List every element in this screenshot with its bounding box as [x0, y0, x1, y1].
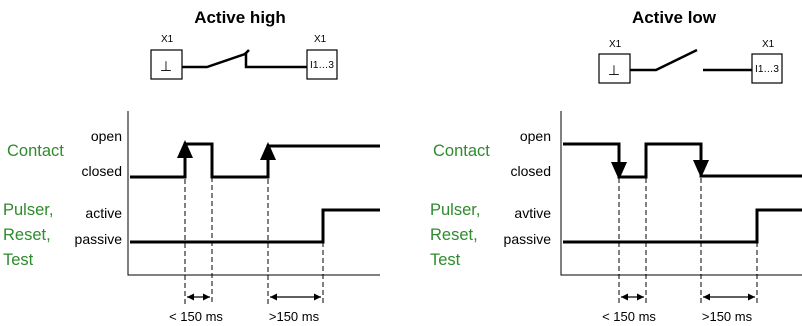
test-label-line-1: Pulser,	[430, 201, 480, 219]
contact-label: Contact	[7, 142, 64, 160]
test-signal	[130, 208, 380, 244]
test-label-line-3: Test	[430, 251, 461, 269]
falling-edge-arrow-icon	[611, 162, 627, 180]
test-state-active: avtive	[514, 205, 551, 221]
switch-schematic: X1 ⊥ X1 I1…3	[150, 34, 338, 80]
ground-icon: ⊥	[160, 58, 172, 74]
open-switch-icon	[630, 48, 752, 72]
falling-edge-arrow-icon	[693, 160, 709, 178]
closed-switch-icon	[182, 49, 307, 69]
test-label-line-3: Test	[3, 251, 34, 269]
test-label-line-2: Reset,	[3, 226, 51, 244]
switch-schematic: X1 ⊥ X1 I1…3	[598, 39, 783, 84]
ground-terminal-box	[150, 49, 183, 80]
measure-short-label: < 150 ms	[602, 309, 656, 324]
time-axis	[127, 111, 380, 276]
input-terminal-text: I1…3	[755, 64, 779, 75]
test-state-passive: passive	[75, 231, 123, 247]
panel-active-low: Active low X1 ⊥ X1 I1…3 Contact open clo…	[430, 8, 802, 324]
input-terminal-box	[306, 49, 338, 80]
contact-state-closed: closed	[82, 163, 122, 179]
measure-long-label: >150 ms	[702, 309, 753, 324]
test-signal	[563, 208, 802, 244]
measure-short-label: < 150 ms	[169, 309, 223, 324]
terminal-label-left: X1	[609, 39, 622, 50]
input-terminal-box	[751, 53, 783, 84]
terminal-label-right: X1	[314, 34, 327, 45]
test-label-line-2: Reset,	[430, 226, 478, 244]
time-axis	[560, 111, 802, 276]
contact-label: Contact	[433, 142, 490, 160]
terminal-label-left: X1	[161, 34, 174, 45]
panel-title: Active low	[632, 8, 717, 27]
contact-signal	[130, 142, 380, 179]
terminal-label-right: X1	[762, 39, 775, 50]
rising-edge-arrow-icon	[177, 140, 193, 158]
panel-active-high: Active high X1 ⊥ X1 I1…3 Contact open cl…	[3, 8, 380, 324]
contact-state-open: open	[520, 128, 551, 144]
contact-signal	[563, 142, 802, 179]
test-state-passive: passive	[504, 231, 552, 247]
test-label-line-1: Pulser,	[3, 201, 53, 219]
test-state-active: active	[85, 205, 122, 221]
contact-state-open: open	[91, 128, 122, 144]
ground-icon: ⊥	[608, 62, 620, 78]
input-terminal-text: I1…3	[310, 60, 334, 71]
panel-title: Active high	[194, 8, 286, 27]
rising-edge-arrow-icon	[260, 142, 276, 160]
contact-state-closed: closed	[511, 163, 551, 179]
ground-terminal-box	[598, 53, 631, 84]
measure-long-label: >150 ms	[269, 309, 320, 324]
